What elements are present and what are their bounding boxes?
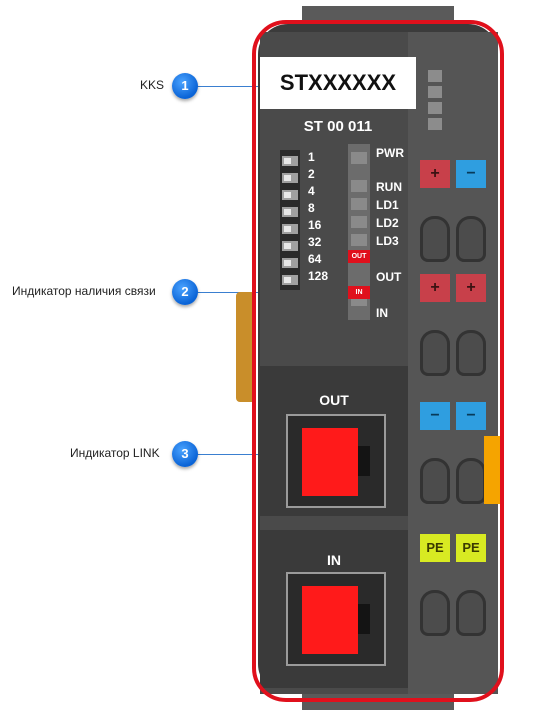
address-dip-switch[interactable] bbox=[280, 150, 300, 290]
dip-label: 1 bbox=[308, 150, 315, 164]
terminal-clamp[interactable] bbox=[456, 590, 486, 636]
led-label-ld1: LD1 bbox=[376, 198, 399, 212]
callout-badge-1: 1 bbox=[172, 73, 198, 99]
terminal-button-plus[interactable]: + bbox=[456, 274, 486, 302]
led-ld3 bbox=[351, 234, 367, 246]
in-port-label: IN bbox=[327, 552, 341, 568]
kks-tag: STXXXXXX bbox=[260, 57, 416, 109]
callout-leader-1 bbox=[196, 86, 262, 87]
terminal-clamp[interactable] bbox=[456, 330, 486, 376]
terminal-button-plus[interactable]: + bbox=[420, 160, 450, 188]
led-run bbox=[351, 180, 367, 192]
terminal-button-minus[interactable]: − bbox=[456, 402, 486, 430]
dip-label: 16 bbox=[308, 218, 322, 232]
terminal-button-minus[interactable]: − bbox=[420, 402, 450, 430]
callout-label-kks: KKS bbox=[140, 78, 165, 92]
terminal-clamp[interactable] bbox=[456, 458, 486, 504]
terminal-clamp[interactable] bbox=[420, 330, 450, 376]
side-latch bbox=[236, 292, 252, 402]
dip-label: 64 bbox=[308, 252, 322, 266]
dip-label: 2 bbox=[308, 167, 315, 181]
terminal-clamp[interactable] bbox=[456, 216, 486, 262]
orange-release-tab[interactable] bbox=[484, 436, 500, 504]
terminal-slot bbox=[428, 118, 442, 130]
terminal-slot bbox=[428, 86, 442, 98]
dip-switch-32[interactable] bbox=[282, 241, 298, 251]
out-port-latch bbox=[358, 446, 370, 476]
module-label: ST 00 011 bbox=[303, 118, 373, 135]
led-label-ld3: LD3 bbox=[376, 234, 399, 248]
terminal-slot bbox=[428, 70, 442, 82]
dip-switch-16[interactable] bbox=[282, 224, 298, 234]
led-label-out: OUT bbox=[376, 270, 402, 284]
highlight-outline bbox=[252, 20, 504, 702]
led-label-pwr: PWR bbox=[376, 146, 404, 160]
callout-badge-3: 3 bbox=[172, 441, 198, 467]
dip-label: 32 bbox=[308, 235, 322, 249]
led-label-run: RUN bbox=[376, 180, 402, 194]
in-link-indicator bbox=[302, 586, 358, 654]
callout-badge-2: 2 bbox=[172, 279, 198, 305]
out-port-label: OUT bbox=[319, 392, 349, 408]
led-in-indicator: IN bbox=[348, 286, 370, 299]
terminal-button-pe[interactable]: PE bbox=[420, 534, 450, 562]
dip-switch-128[interactable] bbox=[282, 275, 298, 285]
led-label-ld2: LD2 bbox=[376, 216, 399, 230]
led-pwr bbox=[351, 152, 367, 164]
dip-switch-8[interactable] bbox=[282, 207, 298, 217]
dip-switch-1[interactable] bbox=[282, 156, 298, 166]
dip-switch-4[interactable] bbox=[282, 190, 298, 200]
callout-label-link-indicator: Индикатор LINK bbox=[70, 446, 160, 460]
terminal-clamp[interactable] bbox=[420, 216, 450, 262]
terminal-clamp[interactable] bbox=[420, 590, 450, 636]
led-ld1 bbox=[351, 198, 367, 210]
out-port-panel: OUT bbox=[260, 366, 408, 516]
callout-label-connection-indicator: Индикатор наличия связи bbox=[12, 284, 156, 298]
out-link-indicator bbox=[302, 428, 358, 496]
terminal-button-pe[interactable]: PE bbox=[456, 534, 486, 562]
led-label-in: IN bbox=[376, 306, 388, 320]
out-rj45-port[interactable] bbox=[286, 414, 386, 508]
led-out-indicator: OUT bbox=[348, 250, 370, 263]
dip-switch-64[interactable] bbox=[282, 258, 298, 268]
terminal-button-minus[interactable]: − bbox=[456, 160, 486, 188]
dip-switch-2[interactable] bbox=[282, 173, 298, 183]
dip-label: 8 bbox=[308, 201, 315, 215]
in-port-latch bbox=[358, 604, 370, 634]
terminal-slot bbox=[428, 102, 442, 114]
terminal-button-plus[interactable]: + bbox=[420, 274, 450, 302]
io-module-device: STXXXXXX ST 00 011 1 2 4 8 16 32 64 128 … bbox=[236, 6, 504, 710]
terminal-clamp[interactable] bbox=[420, 458, 450, 504]
in-port-panel: IN bbox=[260, 530, 408, 688]
dip-label: 128 bbox=[308, 269, 329, 283]
led-ld2 bbox=[351, 216, 367, 228]
dip-label: 4 bbox=[308, 184, 315, 198]
in-rj45-port[interactable] bbox=[286, 572, 386, 666]
